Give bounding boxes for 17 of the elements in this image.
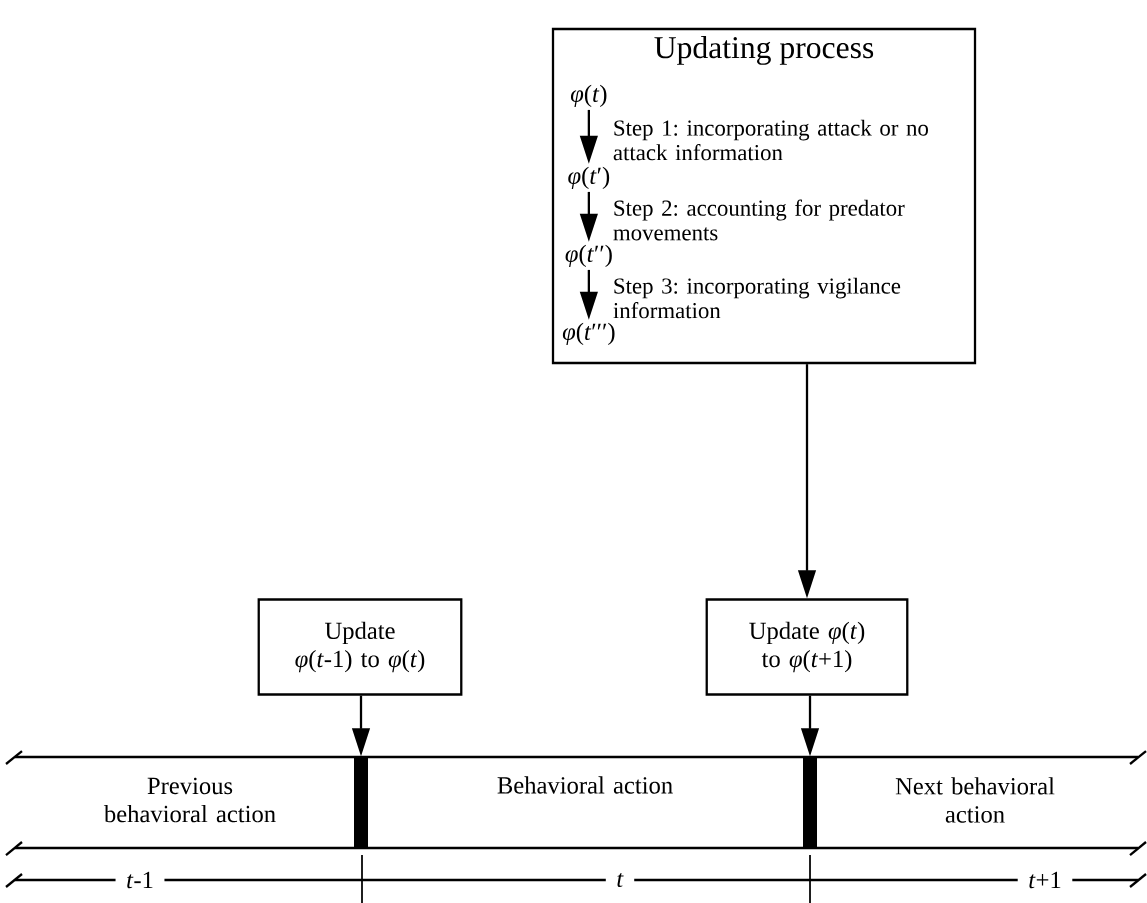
step-label: Step 2: accounting for predator movements [613,199,905,241]
state-label: φ(t′′) [565,244,612,267]
state-label: φ(t′′′) [562,322,615,345]
axis-label: t-1 [115,870,165,890]
boundary-bar [354,757,368,849]
axis-label: t [605,871,635,889]
state-label: φ(t′) [568,166,610,189]
step-label: Step 3: incorporating vigilance information [613,277,901,319]
action-label: Next behavioral action [895,777,1055,823]
update-box: Update φ(t) to φ(t+1) [705,598,909,696]
action-label: Behavioral action [497,776,673,794]
axis-label: t+1 [1017,870,1073,890]
action-label: Previous behavioral action [103,777,276,823]
update-box: Update φ(t-1) to φ(t) [257,598,463,696]
step-label: Step 1: incorporating attack or no attack information [613,119,928,161]
state-label: φ(t) [570,84,607,107]
boundary-bar [803,757,817,849]
